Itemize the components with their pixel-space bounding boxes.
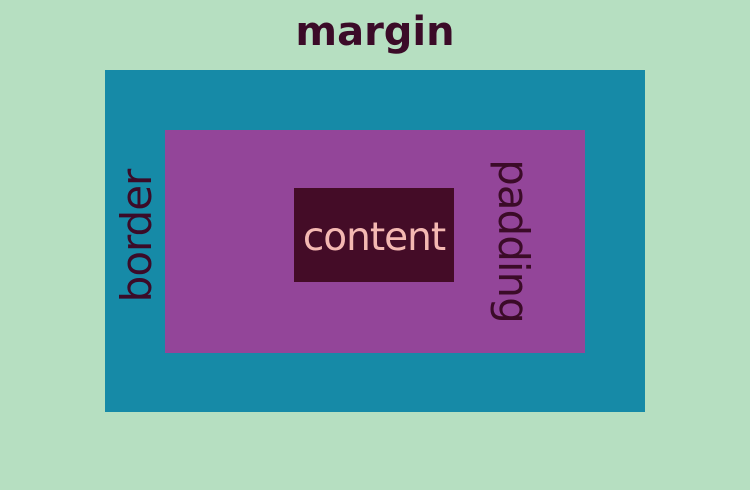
content-label: content xyxy=(302,215,446,260)
margin-label: margin xyxy=(295,9,455,55)
padding-label: padding xyxy=(489,159,538,323)
content-area xyxy=(294,188,454,282)
border-label: border xyxy=(112,169,161,303)
